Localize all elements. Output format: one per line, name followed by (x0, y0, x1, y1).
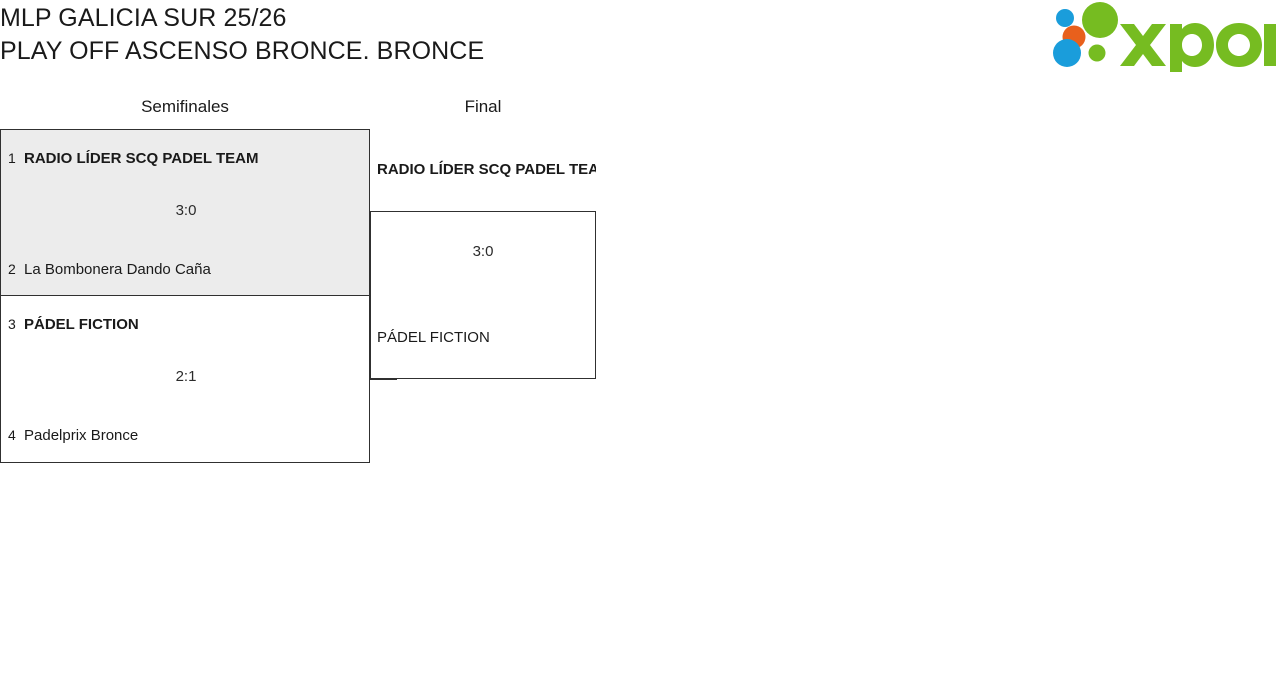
team-name: Padelprix Bronce (24, 426, 139, 444)
match-score: 3:0 (175, 202, 197, 219)
final-loser-row[interactable]: PÁDEL FICTION (370, 327, 596, 349)
tournament-title-block: MLP GALICIA SUR 25/26 PLAY OFF ASCENSO B… (0, 2, 900, 68)
match-score: 3:0 (472, 243, 494, 260)
team-name: RADIO LÍDER SCQ PADEL TEAM (24, 149, 259, 167)
team-name: RADIO LÍDER SCQ PADEL TEAM (377, 161, 596, 178)
seed-number: 3 (8, 316, 16, 332)
seed-number: 4 (8, 427, 16, 443)
team-name: PÁDEL FICTION (24, 315, 139, 333)
page-header: MLP GALICIA SUR 25/26 PLAY OFF ASCENSO B… (0, 0, 1280, 80)
xporty-logo-icon (1053, 2, 1276, 72)
tournament-title-line-1: MLP GALICIA SUR 25/26 (0, 4, 287, 32)
final-winner-row[interactable]: RADIO LÍDER SCQ PADEL TEAM (370, 159, 596, 181)
competitor-row-seed-2[interactable]: 2 La Bombonera Dando Caña (1, 258, 371, 280)
tournament-title-line-2: PLAY OFF ASCENSO BRONCE. BRONCE (0, 37, 485, 65)
match-semifinal-2[interactable]: 3 PÁDEL FICTION 2:1 4 Padelprix Bronce (0, 295, 370, 463)
team-name: La Bombonera Dando Caña (24, 260, 211, 278)
xporty-logo[interactable] (1048, 2, 1276, 72)
connector-line-semifinal-2-to-final (369, 379, 397, 380)
round-header-final: Final (464, 97, 502, 116)
competitor-row-seed-3[interactable]: 3 PÁDEL FICTION (1, 313, 371, 335)
seed-number: 1 (8, 150, 16, 166)
match-semifinal-1[interactable]: 1 RADIO LÍDER SCQ PADEL TEAM 3:0 2 La Bo… (0, 129, 370, 296)
team-name: PÁDEL FICTION (377, 329, 490, 346)
competitor-row-seed-1[interactable]: 1 RADIO LÍDER SCQ PADEL TEAM (1, 147, 371, 169)
seed-number: 2 (8, 261, 16, 277)
round-header-semifinales: Semifinales (141, 97, 229, 116)
competitor-row-seed-4[interactable]: 4 Padelprix Bronce (1, 424, 371, 446)
match-score: 2:1 (175, 368, 197, 385)
match-final[interactable] (370, 211, 596, 379)
